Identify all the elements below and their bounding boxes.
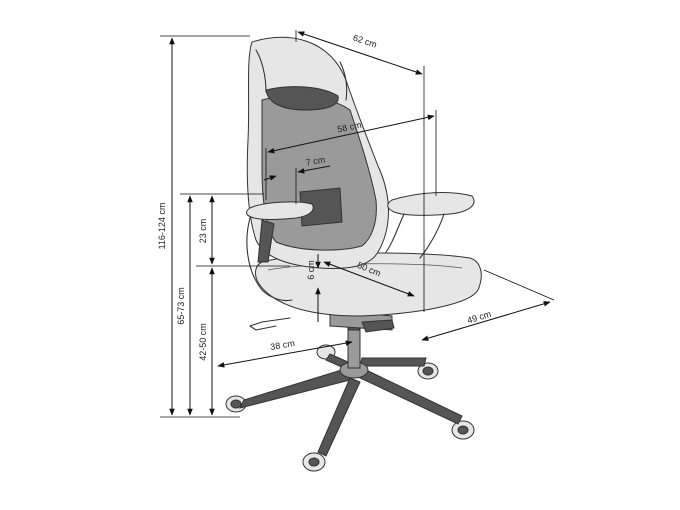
dim-armrest-width-right [297,165,331,174]
dim-armrest-span [267,114,435,154]
gas-cylinder [347,321,361,369]
label-armrest-span: 58 cm [336,120,362,135]
label-seat-thickness: 6 cm [306,260,316,280]
label-backrest-width: 62 cm [352,33,378,50]
star-base [239,353,463,457]
dim-backrest-width [297,31,423,75]
dim-seat-width [421,301,551,341]
dim-armrest-width-left [263,175,277,181]
label-base-radius: 38 cm [270,338,296,352]
label-armrest-width: 7 cm [305,154,326,167]
chair-illustration [225,36,482,472]
ext-49-right [483,269,555,301]
dim-base-radius [217,340,353,368]
label-total-height: 116-124 cm [157,203,167,250]
armrests [246,192,475,302]
label-seat-height: 42-50 cm [198,323,208,361]
dim-seat-depth [323,261,415,297]
label-armrest-height: 65-73 cm [176,287,186,325]
dimension-lines [160,30,555,418]
label-armrest-above-seat: 23 cm [198,219,208,244]
